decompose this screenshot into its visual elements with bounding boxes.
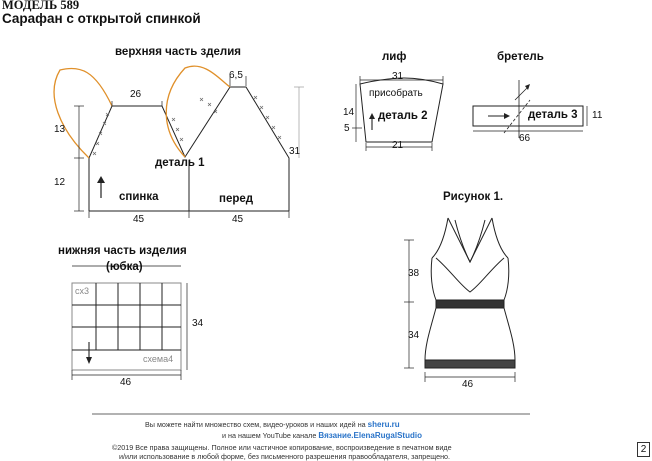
detail-3-label: деталь 3 bbox=[528, 109, 578, 121]
figure-dim-46: 46 bbox=[462, 379, 474, 390]
figure-title: Рисунок 1. bbox=[443, 191, 504, 203]
chart-ref-sx3: сх3 bbox=[75, 286, 90, 296]
bodice-diagram bbox=[352, 76, 444, 151]
strap-dim-66: 66 bbox=[519, 133, 531, 144]
dim-13: 13 bbox=[54, 124, 66, 135]
chart-ref-scheme4: схема4 bbox=[143, 354, 174, 364]
bodice-dim-21: 21 bbox=[392, 140, 404, 151]
dim-6-5: 6,5 bbox=[229, 70, 243, 81]
top-part-title: верхняя часть зделия bbox=[115, 46, 242, 58]
page-number: 2 bbox=[637, 442, 650, 457]
front-label: перед bbox=[219, 193, 254, 205]
gather-label: присобрать bbox=[369, 88, 423, 99]
skirt-dim-34: 34 bbox=[192, 318, 204, 329]
skirt-dim-46: 46 bbox=[120, 377, 132, 388]
bodice-dim-5: 5 bbox=[344, 123, 350, 134]
detail-1-label: деталь 1 bbox=[155, 157, 205, 169]
figure-dim-38: 38 bbox=[408, 268, 420, 279]
page-subtitle: Сарафан с открытой спинкой bbox=[2, 11, 201, 26]
skirt-title-line2: (юбка) bbox=[106, 261, 143, 273]
footer-line1: Вы можете найти множество схем, видео-ур… bbox=[145, 420, 400, 429]
footer-copyright: ©2019 Все права защищены. Полное или час… bbox=[112, 443, 452, 452]
skirt-title-line1: нижняя часть изделия bbox=[58, 245, 187, 257]
bodice-title: лиф bbox=[382, 51, 407, 63]
dress-figure bbox=[404, 217, 516, 382]
dim-31: 31 bbox=[289, 146, 301, 157]
back-label: спинка bbox=[119, 191, 159, 203]
strap-diagram bbox=[472, 80, 588, 138]
site-link[interactable]: sheru.ru bbox=[367, 420, 400, 429]
detail-2-label: деталь 2 bbox=[378, 110, 428, 122]
dim-12: 12 bbox=[54, 177, 66, 188]
model-number: МОДЕЛЬ 589 bbox=[2, 0, 80, 12]
dim-45-back: 45 bbox=[133, 214, 145, 225]
strap-title: бретель bbox=[497, 51, 544, 63]
footer-line1-text: Вы можете найти множество схем, видео-ур… bbox=[145, 420, 366, 429]
figure-dim-34: 34 bbox=[408, 330, 420, 341]
dim-26: 26 bbox=[130, 89, 142, 100]
footer-line2-text: и на нашем YouTube канале bbox=[222, 431, 317, 440]
skirt-diagram bbox=[71, 265, 188, 380]
youtube-link[interactable]: Вязание.ElenaRugalStudio bbox=[318, 431, 422, 440]
dim-45-front: 45 bbox=[232, 214, 244, 225]
footer-line2: и на нашем YouTube канале Вязание.ElenaR… bbox=[222, 431, 422, 440]
bodice-dim-31: 31 bbox=[392, 71, 404, 82]
top-part-diagram bbox=[53, 65, 304, 218]
bodice-dim-14: 14 bbox=[343, 107, 355, 118]
strap-dim-11: 11 bbox=[592, 110, 603, 121]
footer-rights: и/или использование в любой форме, без п… bbox=[119, 452, 451, 461]
